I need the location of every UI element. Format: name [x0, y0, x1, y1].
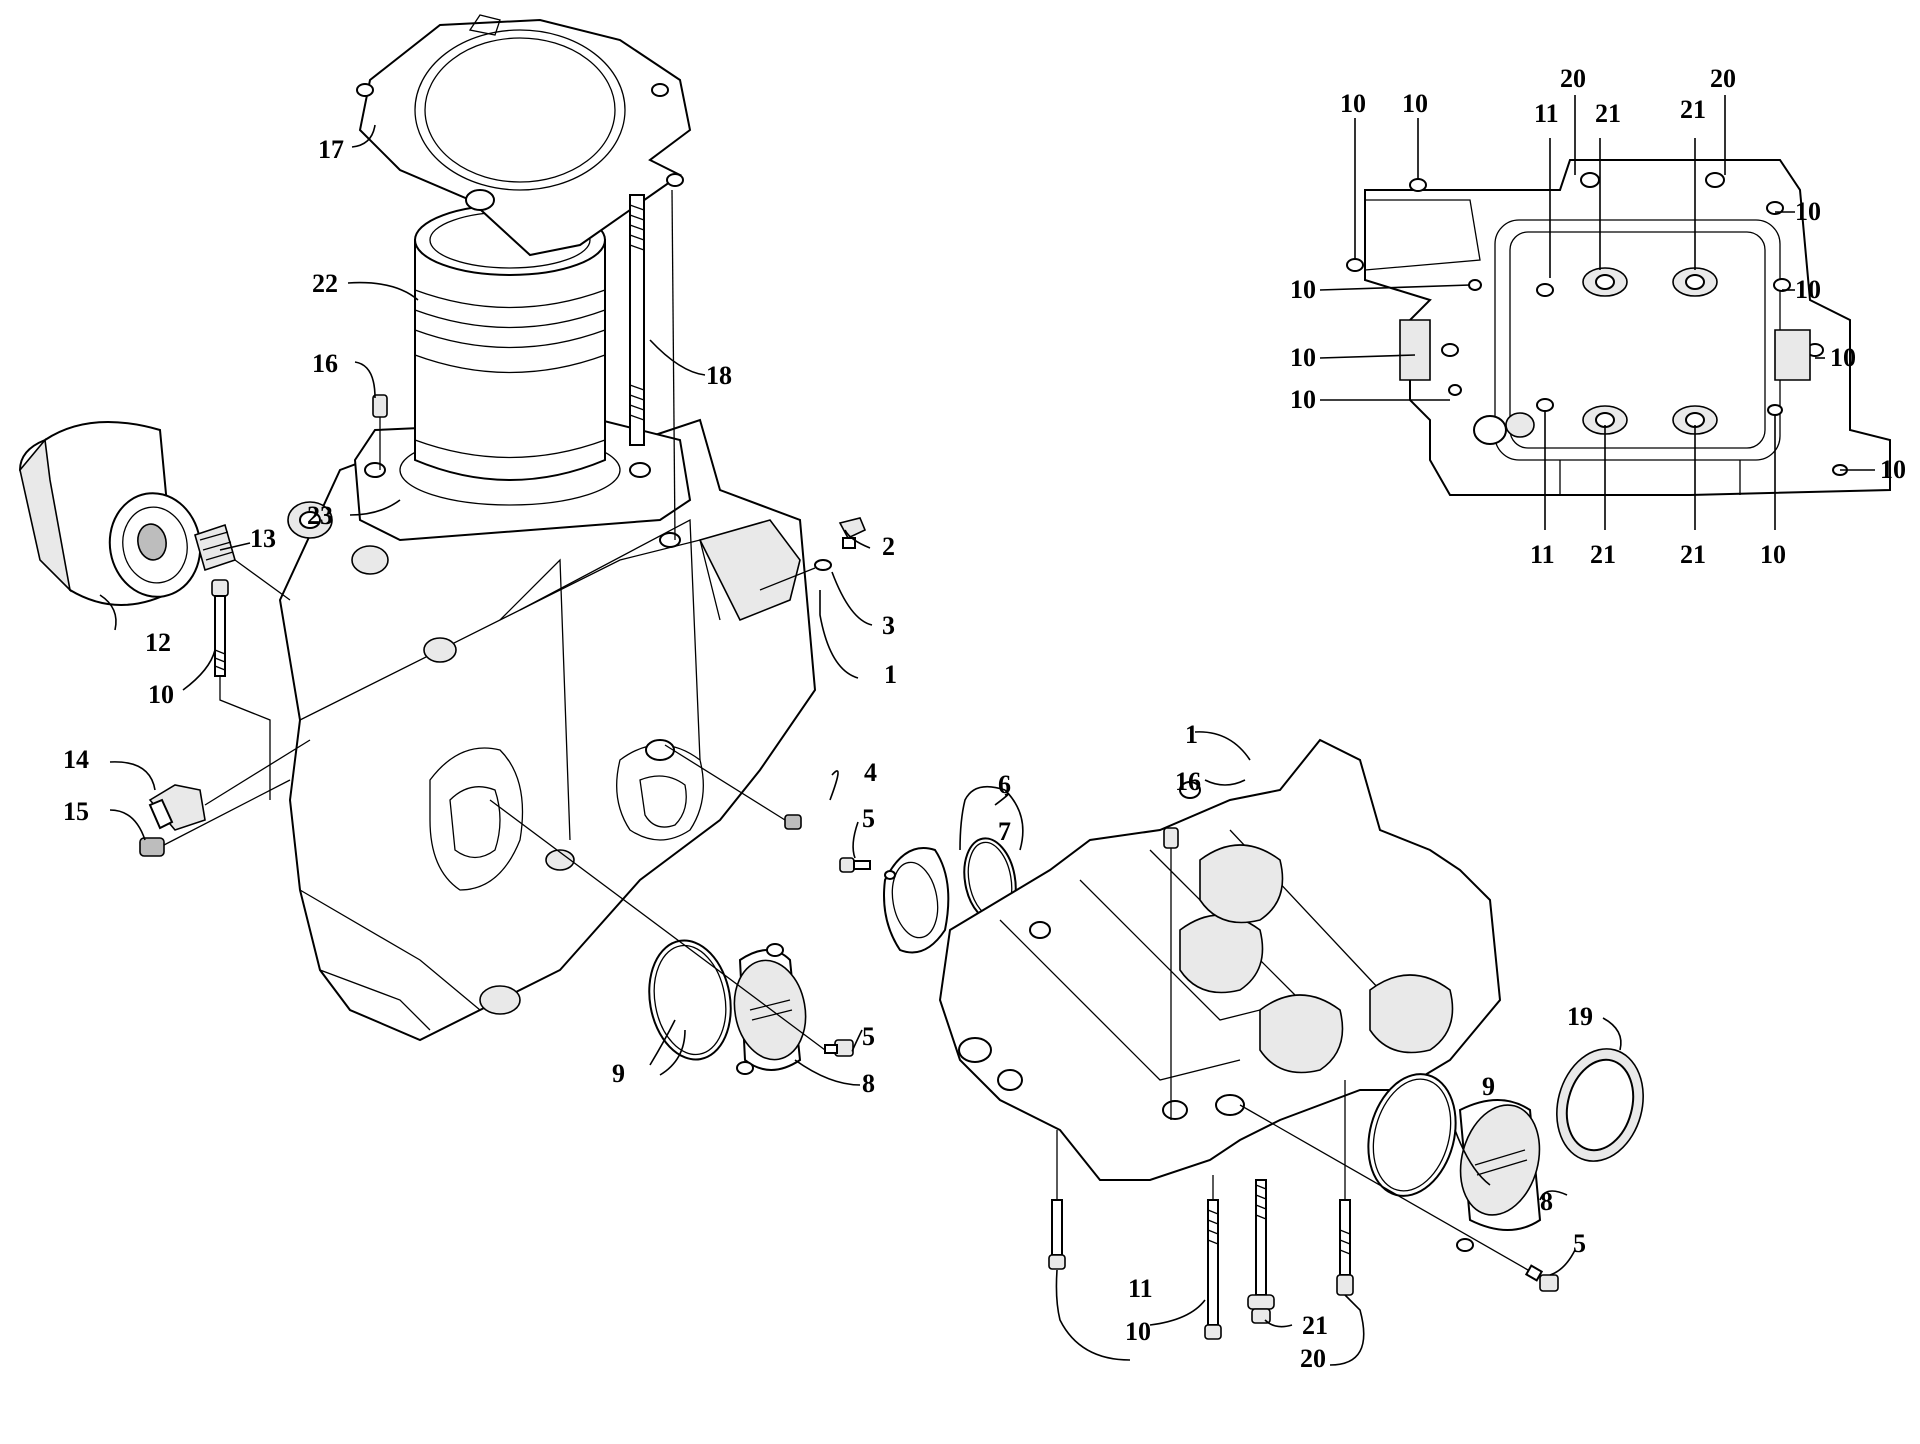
crankcase-bottom-inset	[1346, 159, 1891, 496]
inset-callout-20: 20	[1710, 64, 1736, 93]
callout-8: 8	[862, 1069, 875, 1098]
callout-9: 9	[1482, 1072, 1495, 1101]
inset-callout-10: 10	[1290, 343, 1316, 372]
callout-12: 12	[145, 628, 171, 657]
inset-callout-21: 21	[1680, 540, 1706, 569]
inset-callout-10: 10	[1795, 197, 1821, 226]
dowel-pin-16-left	[372, 394, 388, 470]
callout-11: 11	[1128, 1274, 1153, 1303]
callout-5: 5	[862, 804, 875, 833]
inset-callout-10: 10	[1402, 89, 1428, 118]
inset-callout-10: 10	[1880, 455, 1906, 484]
inset-callout-10: 10	[1795, 275, 1821, 304]
callout-2: 2	[882, 532, 895, 561]
o-ring-9-right	[1367, 1073, 1457, 1197]
inset-callout-11: 11	[1530, 540, 1555, 569]
callout-16: 16	[312, 349, 338, 378]
head-gasket-17	[356, 14, 692, 257]
callout-4: 4	[864, 758, 877, 787]
callout-21: 21	[1302, 1311, 1328, 1340]
callout-10: 10	[148, 680, 174, 709]
inset-callout-10: 10	[1290, 275, 1316, 304]
screw-5-middle	[839, 857, 871, 873]
callout-8: 8	[1540, 1187, 1553, 1216]
inset-callout-20: 20	[1560, 64, 1586, 93]
callout-6: 6	[998, 770, 1011, 799]
crankcase-right-half	[938, 738, 1502, 1181]
cylinder-stud-18	[629, 189, 676, 541]
callout-18: 18	[706, 361, 732, 390]
callout-7: 7	[998, 817, 1011, 846]
callout-9: 9	[612, 1059, 625, 1088]
inset-callout-10: 10	[1340, 89, 1366, 118]
inset-callout-21: 21	[1680, 95, 1706, 124]
callout-5: 5	[862, 1022, 875, 1051]
callout-22: 22	[312, 269, 338, 298]
callout-16: 16	[1175, 767, 1201, 796]
screw-5-right	[1239, 1104, 1559, 1292]
oil-filter-12	[18, 421, 202, 606]
inset-callout-21: 21	[1595, 99, 1621, 128]
bolt-10-left	[211, 579, 271, 800]
washer-3	[759, 559, 832, 591]
cover-6	[883, 847, 950, 954]
callouts-inset: 10 10 20 20 11 21 21 10 10 10 10 10 10 1…	[1290, 64, 1906, 569]
o-ring-9-left	[648, 939, 732, 1061]
callout-15: 15	[63, 797, 89, 826]
screw-5-left	[489, 799, 854, 1057]
callout-17: 17	[318, 135, 344, 164]
callout-20: 20	[1300, 1344, 1326, 1373]
inset-callout-11: 11	[1534, 99, 1559, 128]
cover-8-right	[1456, 1099, 1542, 1252]
callout-14: 14	[63, 745, 89, 774]
callout-3: 3	[882, 611, 895, 640]
bolt-21	[1247, 1179, 1275, 1324]
bolt-10-right	[1048, 1130, 1066, 1270]
inset-callout-10: 10	[1830, 343, 1856, 372]
inset-callout-10: 10	[1290, 385, 1316, 414]
bolt-20	[1336, 1080, 1354, 1296]
callouts-main: 17 22 16 18 23 13 12 10 14 15 2 3 1 4 5 …	[63, 135, 1593, 1373]
callout-23: 23	[307, 501, 333, 530]
inset-callout-21: 21	[1590, 540, 1616, 569]
callout-5: 5	[1573, 1229, 1586, 1258]
pressure-switch-14	[148, 739, 311, 831]
callout-1: 1	[1185, 720, 1198, 749]
dowel-pin-16-right	[1163, 827, 1179, 1120]
callout-19: 19	[1567, 1002, 1593, 1031]
cover-8-left	[733, 943, 807, 1075]
oil-seal-19	[1556, 1048, 1644, 1162]
inset-leader-lines	[1319, 95, 1875, 530]
plug-15	[139, 779, 291, 857]
bolt-11	[1204, 1175, 1222, 1340]
crankcase-left-half	[278, 418, 817, 1042]
leader-lines	[99, 124, 1622, 1366]
callout-1: 1	[884, 660, 897, 689]
plug-4	[664, 744, 802, 830]
callout-13: 13	[250, 524, 276, 553]
inset-callout-10: 10	[1760, 540, 1786, 569]
oil-filter-fitting-13	[194, 523, 291, 601]
callout-10: 10	[1125, 1317, 1151, 1346]
